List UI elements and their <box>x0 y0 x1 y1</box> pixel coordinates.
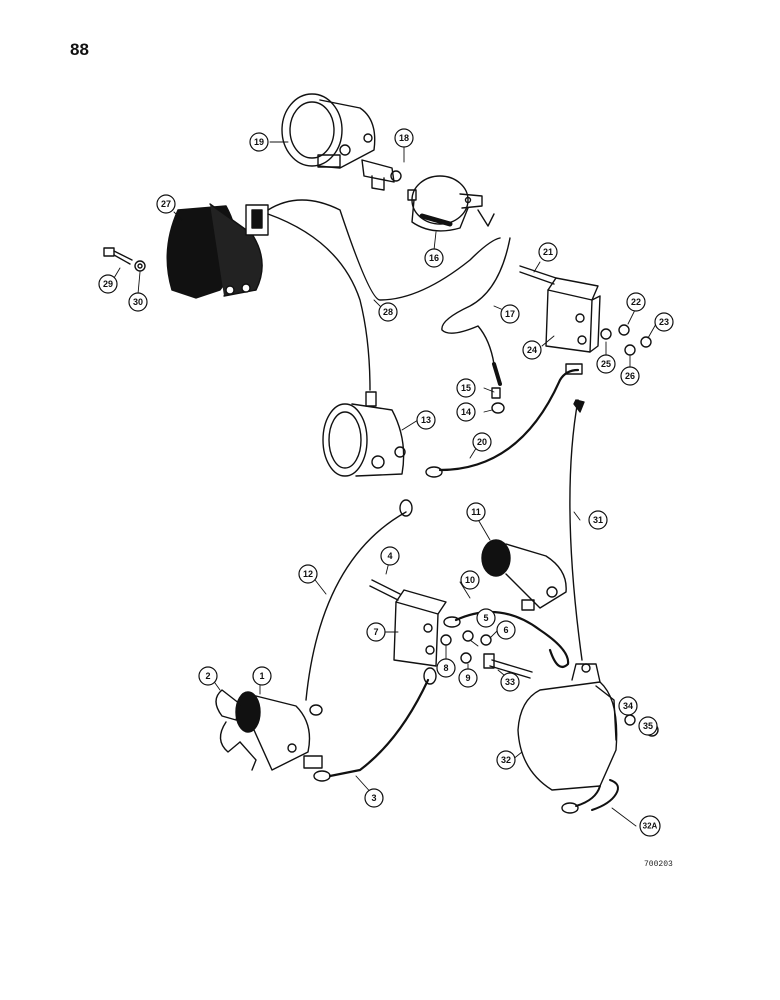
ring-14 <box>491 402 505 414</box>
bolt-4 <box>369 579 401 601</box>
wire-10 <box>454 610 570 668</box>
callout-24: 24 <box>527 345 537 355</box>
callout-20: 20 <box>477 437 487 447</box>
callout-4: 4 <box>387 551 392 561</box>
callout-33: 33 <box>505 677 515 687</box>
callout-23: 23 <box>659 317 669 327</box>
switch-11 <box>481 539 567 611</box>
wire-17 <box>441 237 511 365</box>
ignition-switch-1 <box>235 691 323 771</box>
gauge-19 <box>281 93 376 169</box>
callout-1: 1 <box>259 671 264 681</box>
bolt-29 <box>103 247 133 265</box>
callout-6: 6 <box>503 625 508 635</box>
figure-code: 700203 <box>644 860 673 869</box>
callout-16: 16 <box>429 253 439 263</box>
washer-5 <box>462 630 474 642</box>
terminal-15 <box>491 387 501 399</box>
callout-15: 15 <box>461 383 471 393</box>
wire-20 <box>438 368 580 472</box>
callout-3: 3 <box>371 793 376 803</box>
bolt-33 <box>489 659 533 679</box>
resistor-7 <box>393 589 447 667</box>
wire-28 <box>267 199 501 391</box>
callout-5: 5 <box>483 613 488 623</box>
callout-22: 22 <box>631 297 641 307</box>
gauge-13 <box>322 391 406 477</box>
callout-8: 8 <box>443 663 448 673</box>
washer-8 <box>440 634 452 646</box>
callout-2: 2 <box>205 671 210 681</box>
callout-35: 35 <box>643 721 653 731</box>
page-number: 88 <box>70 40 89 59</box>
callout-28: 28 <box>383 307 393 317</box>
callout-17: 17 <box>505 309 515 319</box>
tee-fitting-18 <box>361 159 402 191</box>
washer-26 <box>624 344 636 356</box>
wire-32a <box>575 779 619 811</box>
callout-12: 12 <box>303 569 313 579</box>
washer-25 <box>600 328 612 340</box>
callout-7: 7 <box>373 627 378 637</box>
washer-22 <box>618 324 630 336</box>
callout-25: 25 <box>601 359 611 369</box>
washer-34 <box>624 714 636 726</box>
solenoid-32 <box>517 663 618 791</box>
key-2 <box>215 689 257 771</box>
washer-30 <box>134 260 146 272</box>
callout-26: 26 <box>625 371 635 381</box>
callout-10: 10 <box>465 575 475 585</box>
callout-34: 34 <box>623 701 633 711</box>
callout-27: 27 <box>161 199 171 209</box>
nut-6 <box>480 634 492 646</box>
callout-18: 18 <box>399 133 409 143</box>
callout-30: 30 <box>133 297 143 307</box>
callout-32: 32 <box>501 755 511 765</box>
callout-21: 21 <box>543 247 553 257</box>
callout-11: 11 <box>471 507 481 517</box>
bolt-21 <box>519 265 557 285</box>
callout-circles <box>98 128 674 837</box>
wire-3 <box>328 678 430 778</box>
callout-9: 9 <box>465 673 470 683</box>
wire-12 <box>305 511 407 701</box>
washer-9 <box>460 652 472 664</box>
callout-32a: 32A <box>643 822 658 831</box>
wire-31 <box>569 399 583 661</box>
gauge-27 <box>166 203 269 299</box>
callout-19: 19 <box>254 137 264 147</box>
resistor-24 <box>545 277 601 353</box>
callout-31: 31 <box>593 515 603 525</box>
callout-13: 13 <box>421 415 431 425</box>
sender-16 <box>407 175 495 232</box>
callout-14: 14 <box>461 407 471 417</box>
nut-23 <box>640 336 652 348</box>
callout-29: 29 <box>103 279 113 289</box>
